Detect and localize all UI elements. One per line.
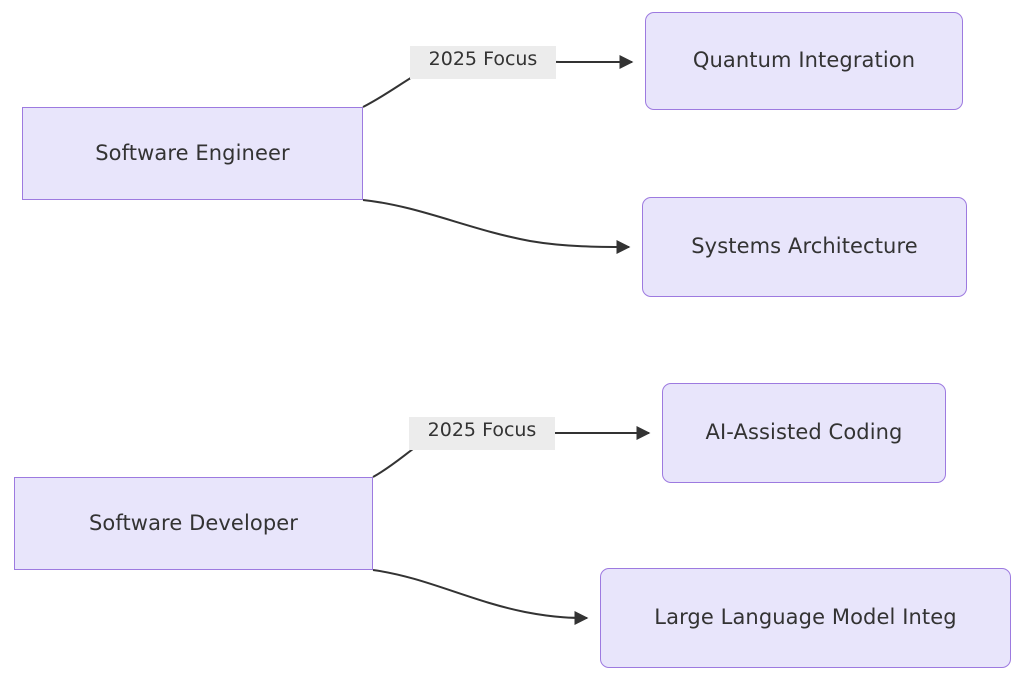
node-software-engineer[interactable]: Software Engineer xyxy=(22,107,363,200)
node-software-developer-label: Software Developer xyxy=(88,510,299,535)
node-ai-assisted-coding[interactable]: AI-Assisted Coding xyxy=(662,383,946,483)
edge-developer-llm-path xyxy=(372,569,589,625)
edge-label-developer-ai: 2025 Focus xyxy=(409,417,555,450)
edge-label-engineer-quantum: 2025 Focus xyxy=(410,46,556,79)
node-ai-assisted-coding-label: AI-Assisted Coding xyxy=(705,420,903,445)
node-systems-architecture[interactable]: Systems Architecture xyxy=(642,197,967,297)
node-quantum-integration[interactable]: Quantum Integration xyxy=(645,12,963,110)
node-quantum-integration-label: Quantum Integration xyxy=(692,48,916,73)
edge-label-developer-ai-text: 2025 Focus xyxy=(427,419,537,441)
edge-label-engineer-quantum-text: 2025 Focus xyxy=(428,48,538,70)
node-software-engineer-label: Software Engineer xyxy=(95,140,290,165)
node-large-language-model-integ-label: Large Language Model Integ xyxy=(654,605,957,630)
node-software-developer[interactable]: Software Developer xyxy=(14,477,373,570)
node-systems-architecture-label: Systems Architecture xyxy=(691,234,918,259)
node-large-language-model-integ[interactable]: Large Language Model Integ xyxy=(600,568,1011,668)
edge-engineer-systems-path xyxy=(362,199,631,254)
